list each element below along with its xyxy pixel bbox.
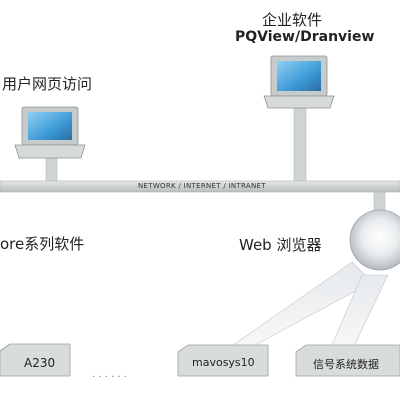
web-browser-globe bbox=[349, 209, 400, 271]
box-mavosys-label: mavosys10 bbox=[192, 356, 255, 369]
ellipsis-dots: · · · · · · bbox=[92, 372, 127, 383]
network-bar bbox=[0, 180, 400, 193]
network-label: NETWORK / INTERNET / INTRANET bbox=[138, 182, 266, 190]
laptop-user bbox=[14, 106, 86, 159]
enterprise-software-label: 企业软件 bbox=[262, 11, 323, 29]
pqview-label: PQView/Dranview bbox=[235, 29, 375, 45]
laptop-enterprise bbox=[263, 55, 335, 109]
box-signal-shape bbox=[295, 344, 400, 377]
web-browser-label: Web 浏览器 bbox=[239, 236, 322, 254]
series-software-label: ore系列软件 bbox=[0, 235, 85, 253]
connector-user bbox=[45, 157, 58, 183]
connector-enterprise bbox=[293, 107, 307, 183]
box-a230-label: A230 bbox=[24, 356, 56, 370]
user-web-access-label: 用户网页访问 bbox=[2, 75, 93, 93]
box-a230-shape bbox=[0, 343, 71, 377]
box-signal-label: 信号系统数据 bbox=[313, 358, 379, 371]
box-mavosys-shape bbox=[177, 344, 269, 377]
